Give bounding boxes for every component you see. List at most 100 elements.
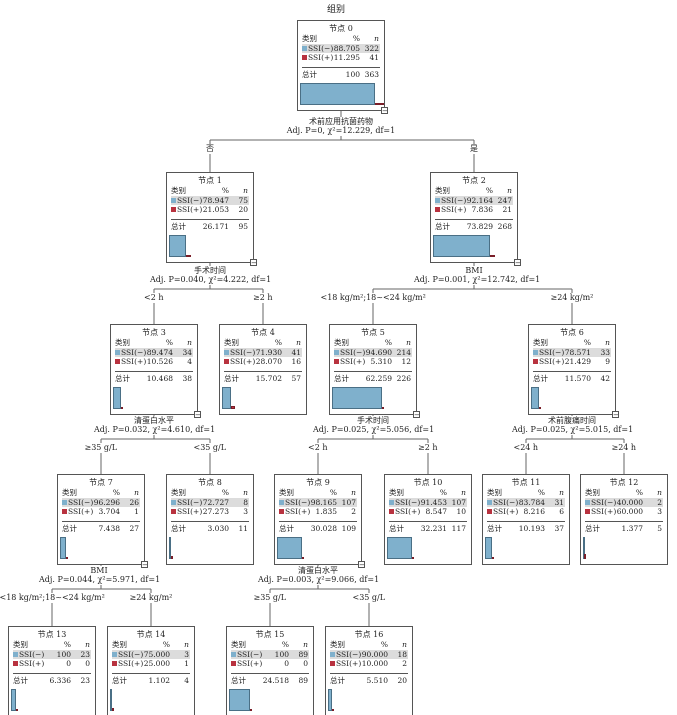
branch-label: <35 g/L xyxy=(352,593,386,603)
collapse-toggle[interactable]: − xyxy=(250,259,257,267)
row-percent: 92.164 xyxy=(466,196,493,205)
branch-label: <18 kg/m²;18~<24 kg/m² xyxy=(0,593,105,603)
row-label: SSI(−) xyxy=(13,650,44,659)
row-percent: 100 xyxy=(56,650,71,659)
col-percent-label: % xyxy=(352,34,360,43)
row-label-text: SSI(+) xyxy=(121,357,147,366)
collapse-toggle[interactable]: − xyxy=(612,411,619,419)
node-header: 类别%n xyxy=(533,338,611,347)
col-category-label: 类别 xyxy=(585,488,600,497)
row-label: SSI(−) xyxy=(115,348,146,357)
pos-bar xyxy=(112,708,115,711)
row-label-text: SSI(−) xyxy=(68,498,94,507)
total-count: 42 xyxy=(600,374,610,383)
row-count: 26 xyxy=(129,498,139,507)
row-percent: 40.000 xyxy=(616,498,643,507)
row-label-text: SSI(+) xyxy=(308,53,334,62)
row-percent: 0 xyxy=(66,659,71,668)
node-title: 节点 15 xyxy=(255,630,285,639)
neg-bar xyxy=(433,235,491,257)
total-count: 95 xyxy=(238,222,248,231)
row-percent: 90.000 xyxy=(361,650,388,659)
col-n-label: n xyxy=(187,338,192,347)
row-label: SSI(+) xyxy=(224,357,255,366)
row-percent: 8.547 xyxy=(425,507,447,516)
neg-swatch xyxy=(435,198,440,203)
row-percent: 8.216 xyxy=(523,507,545,516)
row-percent: 89.474 xyxy=(146,348,173,357)
node-title: 节点 7 xyxy=(89,478,113,487)
row-percent: 94.690 xyxy=(365,348,392,357)
row-label: SSI(+) xyxy=(302,53,333,62)
col-percent-label: % xyxy=(329,488,337,497)
col-n-label: n xyxy=(303,640,308,649)
neg-swatch xyxy=(302,46,307,51)
total-percent: 32.231 xyxy=(420,524,447,533)
row-count: 41 xyxy=(369,53,379,62)
row-label: SSI(−) xyxy=(389,498,420,507)
row-label: SSI(−) xyxy=(302,44,333,53)
row-label: SSI(−) xyxy=(585,498,616,507)
collapse-toggle[interactable]: − xyxy=(514,259,521,267)
total-count: 27 xyxy=(129,524,139,533)
row-label-text: SSI(+) xyxy=(285,507,311,516)
col-category-label: 类别 xyxy=(224,338,239,347)
total-label: 总计 xyxy=(112,676,127,685)
collapse-toggle[interactable]: − xyxy=(413,411,420,419)
row-count: 1 xyxy=(134,507,139,516)
row-count: 89 xyxy=(298,650,308,659)
pos-swatch xyxy=(62,509,67,514)
col-percent-label: % xyxy=(635,488,643,497)
col-percent-label: % xyxy=(112,488,120,497)
row-count: 12 xyxy=(401,357,411,366)
node-header: 类别%n xyxy=(435,186,513,195)
row-label: SSI(+) xyxy=(231,659,262,668)
col-category-label: 类别 xyxy=(115,338,130,347)
collapse-toggle[interactable]: − xyxy=(381,107,388,115)
total-label: 总计 xyxy=(171,524,186,533)
pos-swatch xyxy=(279,509,284,514)
row-label-text: SSI(+) xyxy=(118,659,144,668)
total-percent: 5.510 xyxy=(366,676,388,685)
col-category-label: 类别 xyxy=(279,488,294,497)
collapse-toggle[interactable]: − xyxy=(194,411,201,419)
total-percent: 26.171 xyxy=(202,222,229,231)
row-percent: 91.453 xyxy=(420,498,447,507)
row-label: SSI(−) xyxy=(171,196,202,205)
col-percent-label: % xyxy=(380,640,388,649)
col-category-label: 类别 xyxy=(533,338,548,347)
neg-bar xyxy=(485,537,493,559)
row-label-text: SSI(+) xyxy=(237,659,263,668)
col-percent-label: % xyxy=(63,640,71,649)
total-label: 总计 xyxy=(435,222,450,231)
row-percent: 98.165 xyxy=(310,498,337,507)
neg-swatch xyxy=(585,500,590,505)
col-n-label: n xyxy=(243,186,248,195)
collapse-toggle[interactable]: − xyxy=(358,561,365,569)
split-statistic: Adj. P=0, χ²=12.229, df=1 xyxy=(286,126,396,135)
total-percent: 100 xyxy=(345,70,360,79)
row-count: 107 xyxy=(451,498,466,507)
collapse-toggle[interactable]: − xyxy=(141,561,148,569)
neg-bar xyxy=(222,387,232,409)
row-label-text: SSI(+) xyxy=(395,507,421,516)
col-category-label: 类别 xyxy=(112,640,127,649)
col-n-label: n xyxy=(184,640,189,649)
row-percent: 83.784 xyxy=(518,498,545,507)
branch-label: ≥24 h xyxy=(611,443,637,453)
row-percent: 60.000 xyxy=(616,507,643,516)
